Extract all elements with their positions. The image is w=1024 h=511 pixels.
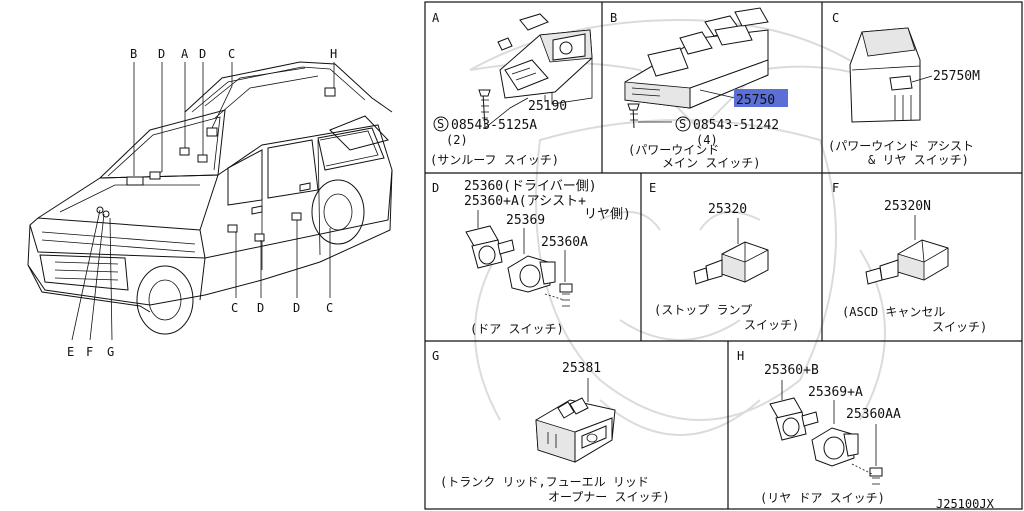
panel-g-letter: G [432, 349, 439, 363]
panel-d: D 25360(ドライバー側) 25360+A(アシスト+ リヤ側) 25369… [432, 179, 631, 336]
panel-h-part-number-3: 25360AA [846, 407, 901, 422]
panel-f-letter: F [832, 181, 839, 195]
panel-c-caption-line2: & リヤ スイッチ) [868, 153, 969, 167]
panel-h-letter: H [737, 349, 744, 363]
panel-a-screw-number: 08543-5125A [451, 118, 537, 133]
callout-b: B [130, 47, 137, 61]
callout-g: G [107, 345, 114, 359]
panel-a: A 25190 S 08543-5125A (2) (サンルーフ スイッチ) [430, 11, 593, 167]
panel-a-caption: (サンルーフ スイッチ) [430, 153, 559, 167]
panel-d-part-number-4: 25360A [541, 235, 588, 250]
callout-d-bottom-1: D [257, 301, 264, 315]
callout-d-bottom-2: D [293, 301, 300, 315]
panel-a-letter: A [432, 11, 440, 25]
callout-d-top-1: D [158, 47, 165, 61]
panel-d-part-number-1: 25360(ドライバー側) [464, 179, 597, 194]
panel-d-part-number-2b: リヤ側) [584, 207, 631, 222]
power-window-assist-switch-drawing [849, 27, 921, 123]
panel-b-screw-prefix: S [679, 117, 686, 131]
callout-d-top-2: D [199, 47, 206, 61]
panel-b: B 25750 S 08543-51242 (4) (パワーウインド メイン ス… [610, 7, 788, 170]
panel-b-part-number: 25750 [736, 93, 775, 108]
door-switch-drawing [465, 210, 573, 307]
panel-g-caption-line1: (トランク リッド,フューエル リッド [440, 475, 649, 489]
trunk-fuel-lid-opener-switch-drawing [535, 397, 616, 463]
panel-a-screw-qty: (2) [446, 133, 468, 147]
panel-e-caption-line1: (ストップ ランプ [654, 303, 752, 317]
panel-c-letter: C [832, 11, 839, 25]
callout-f: F [86, 345, 93, 359]
panel-e-caption-line2: スイッチ) [744, 318, 799, 332]
callout-h: H [330, 47, 337, 61]
panel-e-letter: E [649, 181, 656, 195]
panel-d-part-number-2: 25360+A(アシスト+ [464, 194, 586, 209]
callout-c-bottom-2: C [326, 301, 333, 315]
callout-c-bottom-1: C [231, 301, 238, 315]
panel-b-screw-qty: (4) [696, 133, 718, 147]
panel-h: H 25360+B 25369+A 25360AA (リヤ ドア スイッチ) J… [737, 349, 995, 511]
panel-b-caption-line2: メイン スイッチ) [662, 156, 760, 170]
vehicle-callout-labels: B D A D C H C D D C E F G [67, 47, 337, 359]
panel-f-caption-line1: (ASCD キャンセル [842, 305, 945, 319]
panel-h-part-number-1: 25360+B [764, 363, 819, 378]
power-window-main-switch-drawing [624, 7, 769, 129]
vehicle-leader-lines [71, 62, 335, 341]
panel-d-letter: D [432, 181, 439, 195]
panel-b-caption-line1: (パワーウインド [628, 143, 719, 157]
panel-e: E 25320 (ストップ ランプ スイッチ) [649, 181, 799, 332]
panel-f-caption-line2: スイッチ) [932, 320, 987, 334]
ascd-cancel-switch-drawing [865, 239, 949, 285]
panel-a-screw-prefix: S [437, 117, 444, 131]
panel-c-part-number: 25750M [933, 69, 980, 84]
sunroof-switch-drawing [478, 13, 593, 129]
panel-h-caption: (リヤ ドア スイッチ) [760, 491, 885, 505]
panel-c-caption-line1: (パワーウインド アシスト [828, 139, 974, 153]
panel-b-letter: B [610, 11, 617, 25]
panel-b-screw-number: 08543-51242 [693, 118, 779, 133]
rear-door-switch-drawing [769, 380, 883, 485]
callout-a: A [181, 47, 189, 61]
panel-d-caption: (ドア スイッチ) [470, 322, 564, 336]
panel-g: G 25381 (トランク リッド,フューエル リッド オープナー スイッチ) [432, 349, 670, 504]
panel-h-part-number-2: 25369+A [808, 385, 863, 400]
panel-d-part-number-3: 25369 [506, 213, 545, 228]
panel-c: C 25750M (パワーウインド アシスト & リヤ スイッチ) [828, 11, 980, 167]
panel-g-part-number: 25381 [562, 361, 601, 376]
panel-frames [424, 1, 1023, 510]
callout-e: E [67, 345, 74, 359]
panel-a-part-number: 25190 [528, 99, 567, 114]
panel-b-part-highlight [734, 89, 788, 107]
drawing-code: J25100JX [936, 497, 995, 511]
panel-e-part-number: 25320 [708, 202, 747, 217]
stop-lamp-switch-drawing [693, 241, 769, 285]
callout-c-top: C [228, 47, 235, 61]
vehicle-illustration [27, 61, 393, 335]
panel-g-caption-line2: オープナー スイッチ) [548, 490, 670, 504]
panel-f-part-number: 25320N [884, 199, 931, 214]
panel-f: F 25320N (ASCD キャンセル スイッチ) [832, 181, 987, 334]
